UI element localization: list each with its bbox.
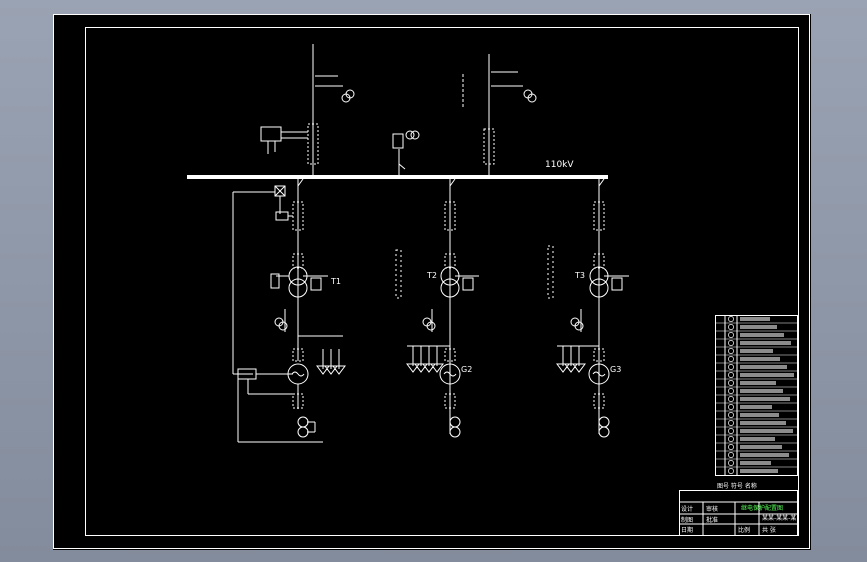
legend-symbol — [728, 340, 734, 346]
single-line-graphics — [187, 44, 629, 443]
label-check: 审核 — [706, 505, 718, 513]
legend-description — [740, 453, 789, 457]
title-block: 图号 符号 名称 继电保护配置图 某某-某某-某 设计 审核 制图 批准 日期 … — [679, 482, 798, 536]
legend-symbol — [728, 372, 734, 378]
legend-description — [740, 373, 794, 377]
legend-symbol — [728, 332, 734, 338]
legend-symbol — [728, 452, 734, 458]
legend-symbol — [728, 364, 734, 370]
legend-symbol — [728, 428, 734, 434]
legend-description — [740, 333, 784, 337]
legend-description — [740, 437, 775, 441]
legend-symbol — [728, 316, 734, 322]
legend-description — [740, 389, 783, 393]
legend-symbol — [728, 420, 734, 426]
inner-frame — [85, 27, 799, 536]
label-scale: 比例 — [738, 526, 750, 534]
legend-frame — [715, 315, 798, 476]
legend-description — [740, 397, 790, 401]
t3-winding-b — [589, 278, 609, 298]
title-block-frame — [679, 490, 798, 536]
legend-description — [740, 461, 771, 465]
legend-description — [740, 469, 778, 473]
transformer-label-t1: T1 — [330, 277, 341, 286]
transformer-label-t2: T2 — [426, 271, 437, 280]
legend-caption: 图号 符号 名称 — [717, 482, 757, 490]
legend-symbol — [728, 412, 734, 418]
legend-table — [715, 315, 798, 476]
legend-symbol — [728, 356, 734, 362]
generator-label-g2: G2 — [461, 365, 472, 374]
bus-voltage-label: 110kV — [545, 160, 574, 170]
legend-symbol — [728, 404, 734, 410]
g3-generator — [588, 363, 610, 385]
legend-symbol — [728, 436, 734, 442]
legend-symbol — [728, 388, 734, 394]
legend-description — [740, 381, 776, 385]
generator-label-g3: G3 — [610, 365, 621, 374]
drawing-code: 某某-某某-某 — [762, 515, 796, 522]
legend-description — [740, 325, 777, 329]
legend-description — [740, 357, 780, 361]
legend-description — [740, 349, 773, 353]
legend-description — [740, 445, 782, 449]
ct-group-1 — [307, 123, 319, 165]
legend-symbol — [728, 460, 734, 466]
label-sheet: 共 张 — [762, 526, 776, 534]
legend-symbol — [728, 444, 734, 450]
t2-winding-b — [440, 278, 460, 298]
legend-symbol — [728, 468, 734, 474]
label-draw: 制图 — [681, 516, 693, 524]
legend-description — [740, 365, 787, 369]
legend-description — [740, 341, 791, 345]
legend-symbol — [728, 396, 734, 402]
cad-viewport[interactable]: 110kV T1 T2 T3 G2 G3 图号 符号 名称 继电保护配置图 某某… — [53, 14, 811, 550]
legend-description — [740, 421, 786, 425]
project-title: 继电保护配置图 — [741, 504, 783, 512]
relay-box-1 — [260, 126, 282, 142]
outer-frame — [53, 14, 810, 549]
t1-winding-b — [288, 278, 308, 298]
label-design: 设计 — [681, 505, 693, 513]
transformer-label-t3: T3 — [574, 271, 585, 280]
legend-description — [740, 429, 793, 433]
legend-description — [740, 413, 779, 417]
label-date: 日期 — [681, 526, 693, 534]
legend-symbol — [728, 348, 734, 354]
legend-symbol — [728, 324, 734, 330]
ct-group-2 — [483, 128, 495, 165]
label-approve: 批准 — [706, 516, 718, 524]
protection-diagram: 110kV T1 T2 T3 G2 G3 图号 符号 名称 继电保护配置图 某某… — [53, 14, 810, 549]
g2-generator — [439, 363, 461, 385]
legend-description — [740, 405, 772, 409]
legend-symbol — [728, 380, 734, 386]
legend-description — [740, 317, 770, 321]
